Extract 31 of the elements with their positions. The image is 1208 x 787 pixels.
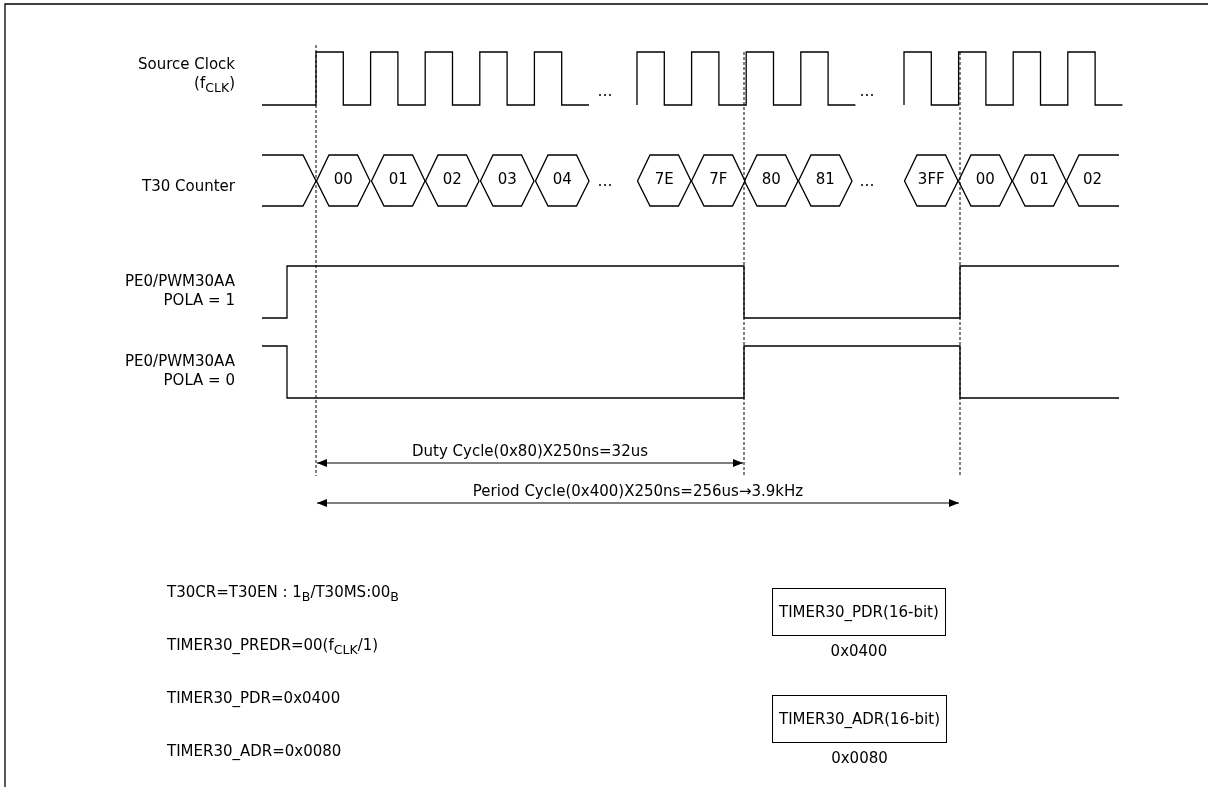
register-box: TIMER30_ADR(16-bit) — [772, 695, 948, 743]
register-setting: TIMER30_ADR=0x0080 — [167, 742, 342, 761]
register-value: 0x0400 — [829, 642, 889, 660]
signal-name: PE0/PWM30AA POLA = 1 — [124, 272, 235, 310]
counter-value: 03 — [496, 170, 518, 189]
counter-value: 3FF — [916, 170, 946, 189]
signal-name: Source Clock (f$_{CLK}$) — [136, 55, 235, 97]
register-box: TIMER30_PDR(16-bit) — [772, 588, 946, 636]
register-value: 0x0080 — [830, 749, 889, 767]
counter-value: 02 — [441, 170, 463, 189]
counter-value: 00 — [332, 170, 354, 189]
counter-value: 04 — [551, 170, 573, 189]
signal-name: PE0/PWM30AA POLA = 0 — [124, 352, 235, 390]
dimension-label: Period Cycle(0x400)X250ns=256us→3.9kHz — [472, 482, 804, 501]
register-setting: T30CR=T30EN : 1$_{B}$/T30MS:00$_{B}$ — [167, 583, 399, 606]
counter-value: 80 — [760, 170, 782, 189]
ellipsis: … — [859, 82, 875, 101]
counter-value: 81 — [814, 170, 836, 189]
counter-value: 01 — [1028, 170, 1050, 189]
register-setting: TIMER30_PDR=0x0400 — [167, 689, 341, 708]
counter-value: 00 — [974, 170, 996, 189]
counter-value: 7F — [708, 170, 729, 189]
counter-value: 01 — [387, 170, 409, 189]
counter-value: 7E — [653, 170, 675, 189]
counter-value: 02 — [1081, 170, 1104, 189]
dimension-label: Duty Cycle(0x80)X250ns=32us — [412, 442, 648, 461]
ellipsis: … — [859, 172, 875, 191]
register-setting: TIMER30_PREDR=00(f$_{CLK}$/1) — [167, 636, 379, 659]
ellipsis: … — [597, 172, 613, 191]
signal-name: T30 Counter — [141, 177, 235, 196]
ellipsis: … — [597, 82, 613, 101]
